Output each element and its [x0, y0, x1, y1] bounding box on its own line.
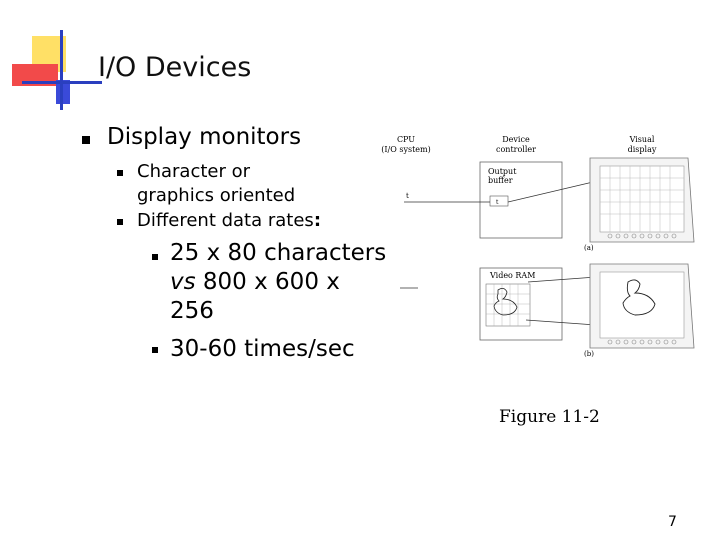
sub-sub-bullet-refresh-rate: 30-60 times/sec [170, 336, 355, 362]
figure-11-2-diagram: CPU (I/O system) Device controller Visua… [381, 135, 695, 358]
logo-red-square [12, 64, 58, 86]
vs-text: vs [170, 269, 196, 295]
sub-bullet-line: Character or [137, 161, 251, 182]
sub-sub-bullet-marker [152, 254, 158, 260]
sub-sub-bullet-resolution: 25 x 80 characters vs 800 x 600 x 256 [170, 239, 386, 326]
sub-bullet-marker [117, 219, 123, 225]
sub-bullet-character-graphics: Character or graphics oriented [137, 160, 295, 208]
video-ram-grid [485, 283, 531, 327]
monitor-a-screen [599, 165, 685, 233]
video-ram-label: Video RAM [489, 271, 535, 280]
output-buffer-label: Output [488, 167, 517, 176]
sub-bullet-text: Different data rates [137, 210, 314, 231]
display-label: Visual [629, 135, 655, 144]
buffer-cell [489, 195, 509, 207]
part-b-label: (b) [584, 350, 594, 358]
logo-vertical-line [60, 30, 63, 110]
duck-pixel-image [493, 288, 518, 316]
monitor-a-grid [600, 166, 684, 232]
bullet-marker [82, 136, 90, 144]
output-buffer-label: buffer [488, 176, 513, 185]
sub-bullet-data-rates: Different data rates: [137, 210, 321, 231]
part-a-label: (a) [584, 244, 594, 252]
resolution-rest: 800 x 600 x [195, 269, 340, 295]
display-label: display [628, 145, 657, 154]
sub-sub-bullet-marker [152, 347, 158, 353]
controller-label: Device [502, 135, 530, 144]
controller-label: controller [496, 145, 536, 154]
monitor-a-key-row [607, 233, 677, 239]
video-ram-box [479, 267, 563, 341]
slide-title: I/O Devices [98, 52, 252, 83]
monitor-b-key-row [607, 339, 677, 345]
page-number: 7 [668, 514, 677, 530]
sub-bullet-marker [117, 170, 123, 176]
cpu-label: CPU [397, 135, 415, 144]
figure-caption: Figure 11-2 [499, 407, 600, 427]
logo-horizontal-line [22, 81, 102, 84]
video-ram-grid-lines [486, 284, 530, 326]
sub-bullet-line: graphics oriented [137, 185, 296, 206]
title-logo [0, 0, 120, 120]
resolution-line: 25 x 80 characters [170, 240, 387, 266]
resolution-line: vs 800 x 600 x [170, 268, 386, 297]
cpu-char: t [406, 192, 409, 200]
cpu-label: (I/O system) [381, 145, 430, 154]
logo-blue-square [56, 80, 70, 104]
duck-image [622, 279, 656, 316]
colon: : [313, 210, 322, 231]
bullet-display-monitors: Display monitors [107, 124, 302, 150]
output-buffer-box [479, 161, 563, 239]
monitor-b-screen [599, 271, 685, 339]
resolution-line: 256 [170, 298, 214, 324]
buffer-char: t [496, 199, 499, 206]
